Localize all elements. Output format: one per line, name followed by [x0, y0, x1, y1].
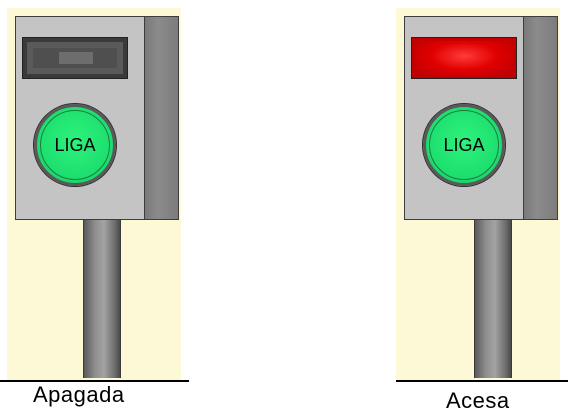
liga-button-label: LIGA — [54, 134, 96, 155]
signal-housing: LIGA — [404, 16, 558, 220]
pole — [474, 220, 512, 378]
lamp-panel-on: LIGA — [396, 8, 560, 380]
ground-line — [396, 380, 568, 382]
state-caption-off: Apagada — [33, 382, 125, 407]
button-ring — [429, 110, 499, 180]
housing-side — [144, 17, 178, 219]
signal-housing: LIGA — [15, 16, 179, 220]
liga-button[interactable]: LIGA — [34, 104, 116, 186]
lamp-indicator-on — [411, 37, 517, 79]
liga-button-label: LIGA — [443, 134, 485, 155]
lamp-panel-off: LIGA — [7, 8, 181, 380]
state-caption-on: Acesa — [446, 388, 510, 413]
housing-side — [523, 17, 557, 219]
button-ring — [40, 110, 110, 180]
ground-line — [0, 380, 189, 382]
lamp-indicator-off — [22, 37, 128, 79]
liga-button[interactable]: LIGA — [423, 104, 505, 186]
pole — [83, 220, 121, 378]
